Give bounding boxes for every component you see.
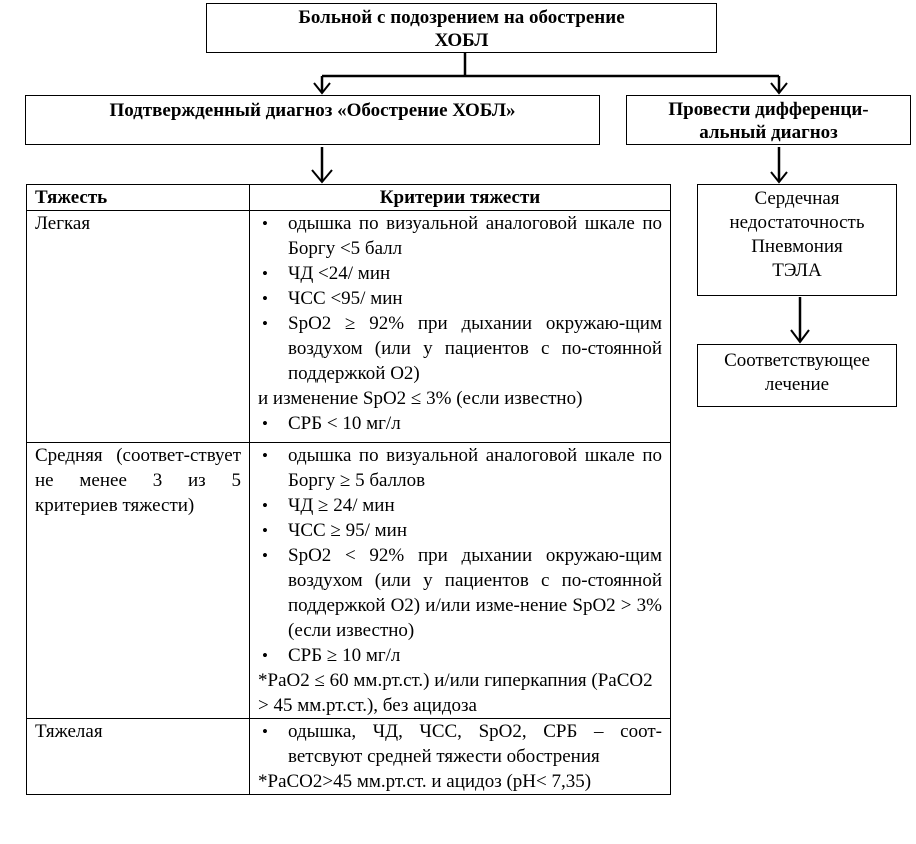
criteria-item: СРБ < 10 мг/л [262,411,662,436]
diff-box-line1: Провести дифференци- [668,99,869,120]
diff-box-line2: альный диагноз [699,122,838,143]
criteria-item: SpO2 ≥ 92% при дыхании окружаю-щим возду… [262,311,662,386]
confirmed-diagnosis-box: Подтвержденный диагноз «Обострение ХОБЛ» [25,95,600,145]
table-row-severe: Тяжелая одышка, ЧД, ЧСС, SpO2, СРБ – соо… [26,718,671,795]
cause-item: недостаточность [729,212,865,233]
criteria-note: *PaCO2>45 мм.рт.ст. и ацидоз (pH< 7,35) [258,771,592,792]
criteria-cell: одышка по визуальной аналоговой шкале по… [249,210,671,443]
arrowhead-causes [770,171,788,184]
criteria-item: одышка по визуальной аналоговой шкале по… [262,211,662,261]
cause-item: ТЭЛА [772,260,822,281]
criteria-note: *PaO2 ≤ 60 мм.рт.ст.) и/или гиперкапния … [258,670,653,716]
criteria-item: одышка, ЧД, ЧСС, SpO2, СРБ – соот-ветсву… [262,719,662,769]
criteria-list: одышка по визуальной аналоговой шкале по… [262,443,662,668]
differential-causes-box: Сердечная недостаточность Пневмония ТЭЛА [697,184,897,296]
table-row-mild: Легкая одышка по визуальной аналоговой ш… [26,210,671,443]
table-row-moderate: Средняя (соответ-ствует не менее 3 из 5 … [26,442,671,719]
criteria-list: одышка по визуальной аналоговой шкале по… [262,211,662,386]
severity-label: Тяжелая [26,718,250,795]
criteria-item: ЧД <24/ мин [262,261,662,286]
arrowhead-right [770,82,788,95]
differential-diagnosis-box: Провести дифференци- альный диагноз [626,95,911,145]
treatment-line1: Соответствующее [724,350,870,371]
suspected-copd-box: Больной с подозрением на обострение ХОБЛ [206,3,717,53]
severity-label: Легкая [26,210,250,443]
top-box-line1: Больной с подозрением на обострение [298,7,625,28]
table-header-row: Тяжесть Критерии тяжести [26,184,671,211]
header-severity: Тяжесть [26,184,250,211]
treatment-box: Соответствующее лечение [697,344,897,407]
top-box-line2: ХОБЛ [434,30,489,51]
arrowhead-table [311,169,333,184]
treatment-line2: лечение [764,374,830,395]
criteria-cell: одышка, ЧД, ЧСС, SpO2, СРБ – соот-ветсву… [249,718,671,795]
criteria-item: SpO2 < 92% при дыхании окружаю-щим возду… [262,543,662,643]
arrowhead-treatment [790,329,810,344]
cause-item: Пневмония [751,236,843,257]
severity-label: Средняя (соответ-ствует не менее 3 из 5 … [26,442,250,719]
criteria-cell: одышка по визуальной аналоговой шкале по… [249,442,671,719]
criteria-item: одышка по визуальной аналоговой шкале по… [262,443,662,493]
criteria-note: и изменение SpO2 ≤ 3% (если известно) [258,388,583,409]
criteria-item: ЧД ≥ 24/ мин [262,493,662,518]
criteria-item: СРБ ≥ 10 мг/л [262,643,662,668]
severity-table: Тяжесть Критерии тяжести Легкая одышка п… [26,184,671,795]
arrowhead-left [313,82,331,95]
cause-item: Сердечная [754,188,840,209]
criteria-list: одышка, ЧД, ЧСС, SpO2, СРБ – соот-ветсву… [262,719,662,769]
confirmed-diagnosis-text: Подтвержденный диагноз «Обострение ХОБЛ» [109,100,516,121]
criteria-list: СРБ < 10 мг/л [262,411,662,436]
criteria-item: ЧСС <95/ мин [262,286,662,311]
criteria-item: ЧСС ≥ 95/ мин [262,518,662,543]
header-criteria: Критерии тяжести [249,184,671,211]
